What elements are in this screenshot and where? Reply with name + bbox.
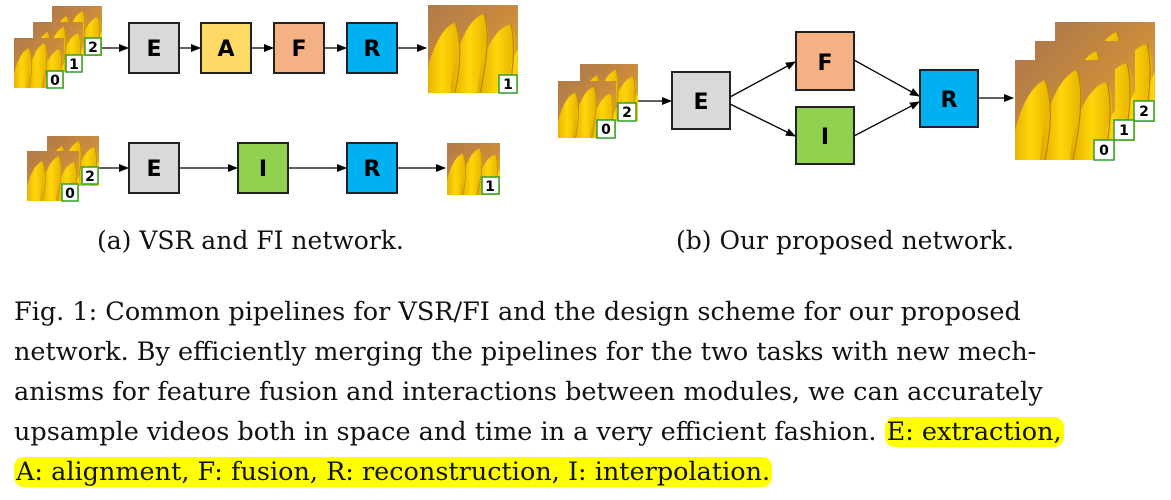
frame-label: 1 [485,179,495,195]
caption-line: network. By efficiently merging the pipe… [14,337,1037,367]
frame-label: 0 [601,122,611,138]
subcaption-a: (a) VSR and FI network. [97,226,404,255]
extraction-module [671,71,731,130]
frame-label: 2 [85,169,95,185]
module-label: R [364,37,381,62]
module-label: R [941,88,958,113]
caption-text: upsample videos both in space and time i… [14,417,885,447]
module-label: I [821,125,829,150]
frame-label: 2 [88,40,98,56]
frame-label: 1 [1119,123,1129,139]
input-frame-stack: 2 0 [27,136,99,202]
module-label: R [364,157,381,182]
frame-label: 0 [1099,143,1109,159]
fusion-module [795,31,855,91]
input-frame-stack: 2 1 0 [14,6,102,89]
reconstruction-module [919,69,979,128]
module-label: A [217,37,234,62]
module-label: E [146,157,161,182]
caption-line: upsample videos both in space and time i… [14,412,1164,452]
module-label: E [693,90,708,115]
interpolation-module [237,142,289,194]
output-frame-stack: 2 1 0 [1015,22,1155,161]
caption-line: A: alignment, F: fusion, R: reconstructi… [14,452,1164,492]
caption-line: Fig. 1: Common pipelines for VSR/FI and … [14,297,1021,327]
diagram-b: 2 0 E F I R 2 1 0 [558,22,1155,165]
figure-caption: Fig. 1: Common pipelines for VSR/FI and … [14,292,1164,492]
frame-label: 1 [503,77,513,93]
frame-label: 0 [50,73,60,89]
frame-label: 0 [65,186,75,202]
extraction-module [128,22,180,74]
output-frame: 1 [428,5,518,94]
caption-highlight: A: alignment, F: fusion, R: reconstructi… [14,457,773,487]
caption-highlight: E: extraction, [884,417,1064,447]
diagram-a-row1: 2 1 0 E A F R 1 [14,5,518,94]
fusion-module [273,22,325,74]
module-label: F [291,37,306,62]
frame-label: 1 [69,57,79,73]
output-frame: 1 [447,143,500,195]
figure-diagrams: 2 1 0 E A F R 1 2 [14,5,1155,202]
frame-label: 2 [622,105,632,121]
module-label: E [146,37,161,62]
input-frame-stack: 2 0 [558,64,638,139]
module-label: I [259,157,267,182]
diagram-a-row2: 2 0 E I R 1 [27,136,500,202]
reconstruction-module [346,22,398,74]
frame-label: 2 [1139,104,1149,120]
reconstruction-module [346,142,398,194]
module-label: F [817,51,832,76]
subcaption-b: (b) Our proposed network. [676,226,1015,255]
caption-line: anisms for feature fusion and interactio… [14,377,1043,407]
